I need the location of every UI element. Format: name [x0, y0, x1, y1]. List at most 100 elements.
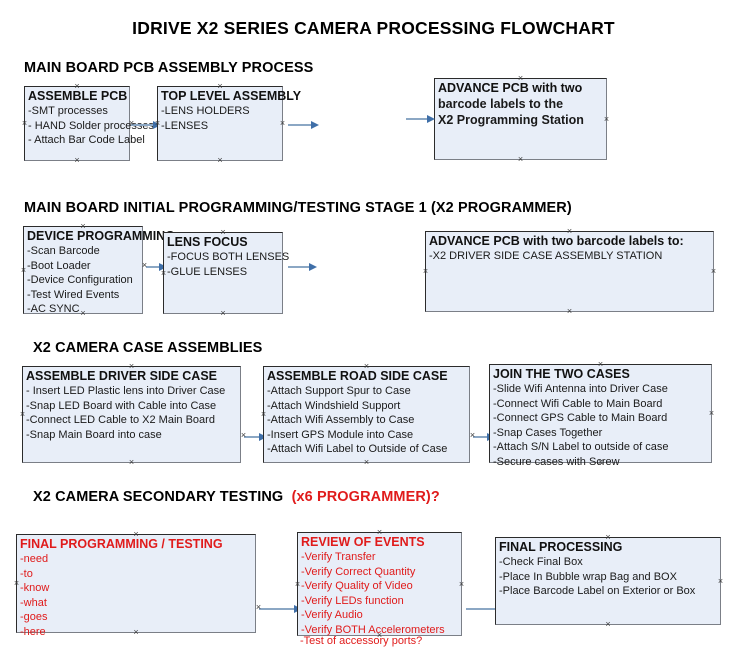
node-title: ASSEMBLE PCB: [28, 89, 128, 103]
node-line: -Place Barcode Label on Exterior or Box: [499, 585, 696, 597]
arrow-head-icon: [427, 115, 435, 123]
resize-handle-bottom[interactable]: [220, 310, 227, 317]
resize-handle-bottom[interactable]: [517, 156, 524, 163]
node-line: X2 Programming Station: [438, 113, 584, 127]
node-line: -Snap Cases Together: [493, 426, 603, 439]
node-line: -Verify LEDs function: [301, 594, 404, 607]
node-final-programming-testing[interactable]: FINAL PROGRAMMING / TESTING -need -to -k…: [13, 534, 256, 638]
node-join-the-two-cases[interactable]: JOIN THE TWO CASES -Slide Wifi Antenna i…: [489, 364, 715, 468]
node-line: -Snap LED Board with Cable into Case: [26, 399, 217, 412]
resize-handle-bottom[interactable]: [74, 157, 81, 164]
node-line: -goes: [20, 611, 48, 623]
section-header-text: MAIN BOARD INITIAL PROGRAMMING/TESTING S…: [24, 200, 572, 216]
node-line: -Scan Barcode: [27, 245, 100, 257]
node-line: - Attach Bar Code Label: [28, 134, 145, 146]
connector-driver-case-to-road-case[interactable]: [244, 433, 267, 441]
section-header-text: X2 CAMERA CASE ASSEMBLIES: [33, 340, 263, 356]
node-line: -SMT processes: [28, 105, 108, 117]
node-title: ADVANCE PCB with two barcode labels to:: [429, 234, 684, 248]
node-line: -Verify Correct Quantity: [301, 565, 416, 578]
node-line: -Attach Wifi Assembly to Case: [267, 414, 415, 426]
resize-handle-right[interactable]: [710, 268, 717, 275]
section-header-x2-camera-secondary-testing: X2 CAMERA SECONDARY TESTING (x6 PROGRAMM…: [33, 489, 440, 505]
resize-handle-right[interactable]: [279, 120, 286, 127]
connector-assemble-pcb-to-top-level[interactable]: [131, 121, 161, 129]
node-line: -need: [20, 553, 49, 565]
node-assemble-road-side-case[interactable]: ASSEMBLE ROAD SIDE CASE -Attach Support …: [263, 366, 470, 463]
node-advance-pcb-programming-station[interactable]: ADVANCE PCB with two barcode labels to t…: [434, 78, 607, 160]
node-lens-focus[interactable]: LENS FOCUS -FOCUS BOTH LENSES -GLUE LENS…: [163, 232, 289, 317]
node-line: -Connect GPS Cable to Main Board: [493, 412, 668, 424]
node-review-of-events[interactable]: REVIEW OF EVENTS -Verify Transfer -Verif…: [297, 532, 462, 636]
node-line: -here: [20, 625, 46, 638]
node-title: REVIEW OF EVENTS: [301, 535, 425, 549]
resize-handle-right[interactable]: [717, 578, 724, 585]
node-title: FINAL PROCESSING: [499, 540, 623, 554]
node-line: -Attach Support Spur to Case: [267, 385, 411, 397]
resize-handle-left[interactable]: [19, 411, 26, 418]
resize-handle-bottom[interactable]: [363, 459, 370, 466]
node-line: -LENS HOLDERS: [161, 105, 250, 117]
node-line: -Verify BOTH Accelerometers: [301, 623, 445, 636]
resize-handle-left[interactable]: [20, 267, 27, 274]
connector-review-to-final-processing[interactable]: [466, 605, 503, 613]
resize-handle-bottom[interactable]: [128, 459, 135, 466]
connector-road-case-to-join-cases[interactable]: [473, 433, 495, 441]
node-line: -Device Configuration: [27, 274, 133, 286]
connector-into-advance-pcb[interactable]: [406, 115, 435, 123]
node-line: -Snap Main Board into case: [26, 428, 162, 441]
section-header-text: X2 CAMERA SECONDARY TESTING: [33, 489, 284, 505]
resize-handle-right[interactable]: [458, 581, 465, 588]
connector-top-level-to-advance-pcb[interactable]: [288, 121, 319, 129]
resize-handle-bottom[interactable]: [217, 157, 224, 164]
resize-handle-bottom[interactable]: [566, 308, 573, 315]
arrow-head-icon: [309, 263, 317, 271]
node-line: -know: [20, 582, 50, 594]
node-line: -to: [20, 567, 33, 580]
node-assemble-driver-side-case[interactable]: ASSEMBLE DRIVER SIDE CASE - Insert LED P…: [22, 366, 241, 463]
node-title: LENS FOCUS: [167, 235, 248, 249]
resize-handle-left[interactable]: [294, 581, 301, 588]
node-line: -GLUE LENSES: [167, 265, 248, 278]
resize-handle-left[interactable]: [422, 268, 429, 275]
node-advance-pcb-driver-side-case[interactable]: ADVANCE PCB with two barcode labels to: …: [425, 231, 714, 312]
connector-lens-focus-to-advance-pcb[interactable]: [288, 263, 317, 271]
node-final-processing[interactable]: FINAL PROCESSING -Check Final Box -Place…: [495, 537, 721, 625]
node-line: -Attach Windshield Support: [267, 399, 401, 412]
connector-final-programming-to-review[interactable]: [259, 605, 302, 613]
node-line: -Place In Bubble wrap Bag and BOX: [499, 570, 677, 583]
node-assemble-pcb[interactable]: ASSEMBLE PCB -SMT processes - HAND Solde…: [21, 86, 154, 164]
resize-handle-right[interactable]: [708, 410, 715, 417]
node-line: -Verify Audio: [301, 609, 363, 621]
node-line: -Verify Quality of Video: [301, 580, 413, 592]
node-line: barcode labels to the: [438, 97, 564, 111]
node-line: - HAND Solder processes: [28, 119, 154, 132]
node-top-level-assembly[interactable]: TOP LEVEL ASSEMBLY -LENS HOLDERS -LENSES: [157, 86, 302, 164]
section-header-main-board-initial-programming: MAIN BOARD INITIAL PROGRAMMING/TESTING S…: [24, 200, 572, 216]
node-device-programming[interactable]: DEVICE PROGRAMMING -Scan Barcode -Boot L…: [20, 226, 175, 315]
resize-handle-left[interactable]: [260, 411, 267, 418]
node-line: -what: [20, 596, 47, 609]
node-line: -Connect Wifi Cable to Main Board: [493, 397, 663, 410]
node-title: ASSEMBLE DRIVER SIDE CASE: [26, 369, 218, 383]
resize-handle-bottom[interactable]: [605, 621, 612, 628]
resize-handle-left[interactable]: [13, 580, 20, 587]
node-title: DEVICE PROGRAMMING: [27, 229, 175, 243]
node-line-overflow: -Test of accessory ports?: [300, 635, 423, 647]
node-title: JOIN THE TWO CASES: [493, 367, 630, 381]
node-title: ADVANCE PCB with two: [438, 81, 583, 95]
connector-device-programming-to-lens-focus[interactable]: [146, 263, 167, 271]
node-line: -Verify Transfer: [301, 551, 376, 563]
node-line: -Secure cases with Screw: [493, 455, 620, 468]
node-line: -Slide Wifi Antenna into Driver Case: [493, 383, 668, 395]
section-header-x2-camera-case-assemblies: X2 CAMERA CASE ASSEMBLIES: [33, 340, 262, 356]
resize-handle-left[interactable]: [21, 120, 28, 127]
node-line: -AC SYNC: [27, 303, 80, 315]
node-line: -X2 DRIVER SIDE CASE ASSEMBLY STATION: [429, 250, 663, 262]
node-title: ASSEMBLE ROAD SIDE CASE: [267, 369, 448, 383]
resize-handle-right[interactable]: [603, 116, 610, 123]
arrow-head-icon: [311, 121, 319, 129]
node-title: TOP LEVEL ASSEMBLY: [161, 89, 302, 103]
section-header-red-text: (x6 PROGRAMMER)?: [291, 489, 440, 505]
